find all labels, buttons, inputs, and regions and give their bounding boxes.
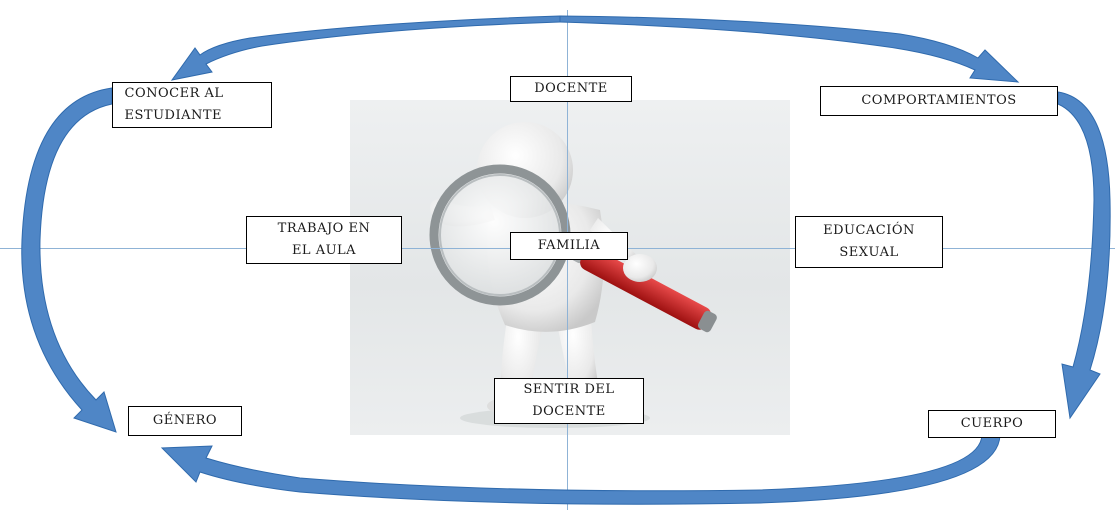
- arrow-bottom-left: [160, 434, 1001, 505]
- vertical-axis: [567, 10, 568, 510]
- node-trabajo-label: TRABAJO EN EL AULA: [277, 221, 371, 258]
- node-educacion-sexual: EDUCACIÓN SEXUAL: [795, 216, 943, 268]
- node-docente: DOCENTE: [510, 76, 632, 102]
- node-docente-label: DOCENTE: [534, 81, 608, 96]
- node-genero-label: GÉNERO: [152, 413, 218, 428]
- node-sentir-label: SENTIR DEL DOCENTE: [523, 382, 615, 419]
- node-cuerpo: CUERPO: [928, 410, 1056, 438]
- node-trabajo-en-el-aula: TRABAJO EN EL AULA: [246, 216, 402, 264]
- arrow-left-down: [21, 87, 117, 433]
- node-comportamientos: COMPORTAMIENTOS: [820, 86, 1058, 116]
- node-familia-label: FAMILIA: [537, 238, 601, 253]
- node-familia: FAMILIA: [510, 232, 628, 260]
- node-genero: GÉNERO: [128, 406, 242, 436]
- arrow-top-left: [170, 15, 561, 81]
- node-conocer-label: CONOCER AL ESTUDIANTE: [124, 86, 224, 123]
- arrow-right-down: [1057, 91, 1111, 420]
- node-cuerpo-label: CUERPO: [960, 416, 1024, 431]
- node-educacion-label: EDUCACIÓN SEXUAL: [823, 223, 915, 260]
- node-sentir-del-docente: SENTIR DEL DOCENTE: [494, 378, 644, 424]
- node-conocer-al-estudiante: CONOCER AL ESTUDIANTE: [112, 82, 272, 128]
- arrow-top-right: [559, 15, 1020, 83]
- node-comportamientos-label: COMPORTAMIENTOS: [861, 93, 1017, 108]
